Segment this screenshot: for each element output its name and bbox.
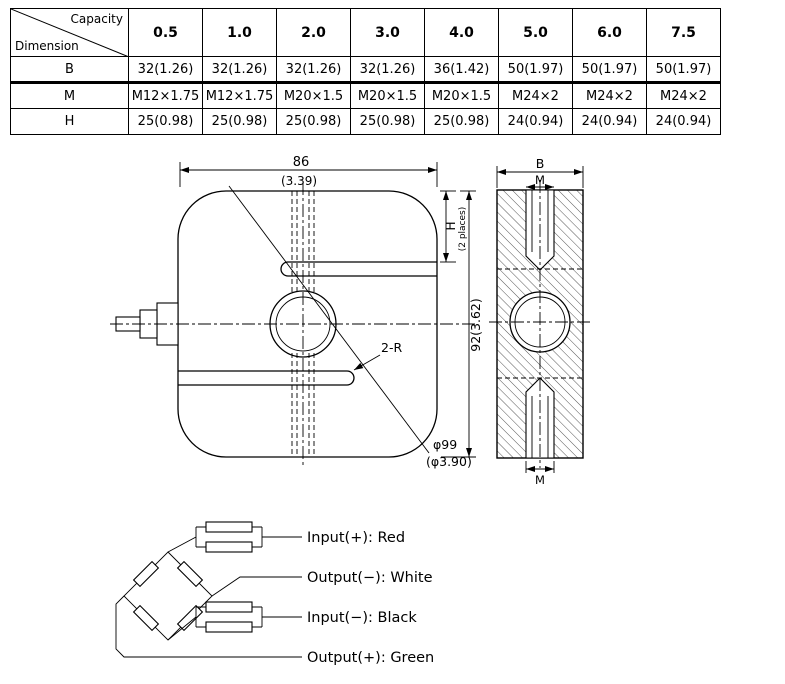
body-outline: [177, 190, 438, 458]
spec-cell: 32(1.26): [202, 56, 277, 84]
spec-cell: 32(1.26): [128, 56, 203, 84]
lead-label-input-neg: Input(−): Black: [307, 610, 417, 626]
bridge-resistor: [176, 560, 204, 588]
capacity-header: 0.5: [128, 8, 203, 57]
m-dim-label-bottom: M: [535, 473, 545, 487]
top-threaded-hole: [525, 189, 555, 271]
bottom-threaded-hole: [525, 377, 555, 459]
capacity-header: 7.5: [646, 8, 721, 57]
front-view-dimensions: 86 (3.39) H (2 places) 92(3.62) 2-R φ99 …: [179, 155, 483, 469]
diameter-label-inch: (φ3.90): [426, 454, 472, 469]
capacity-header: 4.0: [424, 8, 499, 57]
lead-label-input-pos: Input(+): Red: [307, 530, 405, 546]
bridge-resistor: [132, 604, 160, 632]
lead-label-output-pos: Output(+): Green: [307, 650, 434, 666]
spec-cell: 25(0.98): [424, 108, 499, 135]
beam-height-note: (2 places): [458, 207, 468, 252]
spec-cell: M20×1.5: [424, 82, 499, 109]
front-view: [110, 182, 476, 467]
corner-label-capacity: Capacity: [70, 12, 123, 26]
spec-cell: 50(1.97): [498, 56, 573, 84]
spec-cell: 50(1.97): [572, 56, 647, 84]
compensation-resistor: [205, 521, 253, 533]
row-label-h: H: [10, 108, 129, 135]
spec-cell: 24(0.94): [572, 108, 647, 135]
slot-radius-label: 2-R: [381, 340, 402, 355]
capacity-header: 5.0: [498, 8, 573, 57]
m-dim-label-top: M: [535, 173, 545, 187]
dimension-spec-table: Capacity Dimension 0.5 1.0 2.0 3.0 4.0 5…: [10, 8, 721, 135]
table-row-h: H 25(0.98) 25(0.98) 25(0.98) 25(0.98) 25…: [10, 108, 721, 135]
output-pos-wire: [115, 595, 302, 658]
corner-label-dimension: Dimension: [15, 39, 79, 53]
spec-cell: M20×1.5: [350, 82, 425, 109]
center-hole-inner: [275, 296, 331, 352]
top-slot: [280, 261, 437, 277]
diameter-line: [228, 185, 430, 454]
height-dim-label: 92(3.62): [468, 298, 483, 352]
table-row-b: B 32(1.26) 32(1.26) 32(1.26) 32(1.26) 36…: [10, 56, 721, 84]
spec-cell: 36(1.42): [424, 56, 499, 84]
spec-cell: 32(1.26): [276, 56, 351, 84]
spec-cell: 32(1.26): [350, 56, 425, 84]
output-neg-wire: [211, 576, 302, 597]
capacity-header: 3.0: [350, 8, 425, 57]
cable-gland-nut: [139, 309, 158, 339]
bridge-resistor: [132, 560, 160, 588]
spec-cell: M20×1.5: [276, 82, 351, 109]
spec-cell: 25(0.98): [276, 108, 351, 135]
input-neg-wire: [167, 606, 302, 641]
spec-cell: 24(0.94): [498, 108, 573, 135]
cable-stub: [115, 316, 141, 332]
compensation-resistor: [205, 601, 253, 613]
table-header-row: Capacity Dimension 0.5 1.0 2.0 3.0 4.0 5…: [10, 8, 721, 57]
spec-cell: 25(0.98): [128, 108, 203, 135]
diagonal-divider: [11, 9, 129, 57]
spec-cell: 25(0.98): [350, 108, 425, 135]
capacity-header: 2.0: [276, 8, 351, 57]
bridge-circuit: Input(+): Red Output(−): White Input(−):…: [115, 521, 434, 666]
beam-height-label: H: [444, 221, 458, 230]
side-view-dimensions: B M M: [496, 156, 584, 487]
spec-cell: M24×2: [498, 82, 573, 109]
diameter-label-mm: φ99: [433, 437, 457, 452]
side-view: [489, 180, 591, 468]
b-dim-label: B: [536, 156, 545, 171]
input-pos-wire: [167, 526, 302, 553]
capacity-header: 6.0: [572, 8, 647, 57]
spec-cell: 25(0.98): [202, 108, 277, 135]
side-hole-inner: [514, 296, 566, 348]
row-label-b: B: [10, 56, 129, 84]
spec-cell: M12×1.75: [128, 82, 203, 109]
table-corner-cell: Capacity Dimension: [10, 8, 129, 57]
cable-gland-body: [156, 302, 179, 346]
spec-cell: 50(1.97): [646, 56, 721, 84]
spec-cell: M12×1.75: [202, 82, 277, 109]
bridge-resistor: [176, 604, 204, 632]
center-hole-outer: [269, 290, 337, 358]
row-label-m: M: [10, 82, 129, 109]
compensation-resistor: [205, 621, 253, 633]
width-dim-inch: (3.39): [281, 174, 317, 188]
slot-radius-leader: [353, 354, 381, 371]
spec-cell: M24×2: [646, 82, 721, 109]
side-hole-outer: [509, 291, 571, 353]
width-dim-mm: 86: [293, 155, 310, 170]
capacity-header: 1.0: [202, 8, 277, 57]
bridge-diamond: [123, 551, 213, 641]
spec-cell: 24(0.94): [646, 108, 721, 135]
compensation-resistor: [205, 541, 253, 553]
section-block: [496, 189, 584, 459]
lead-label-output-neg: Output(−): White: [307, 570, 433, 586]
table-row-m: M M12×1.75 M12×1.75 M20×1.5 M20×1.5 M20×…: [10, 82, 721, 109]
bottom-slot: [178, 370, 355, 386]
spec-cell: M24×2: [572, 82, 647, 109]
